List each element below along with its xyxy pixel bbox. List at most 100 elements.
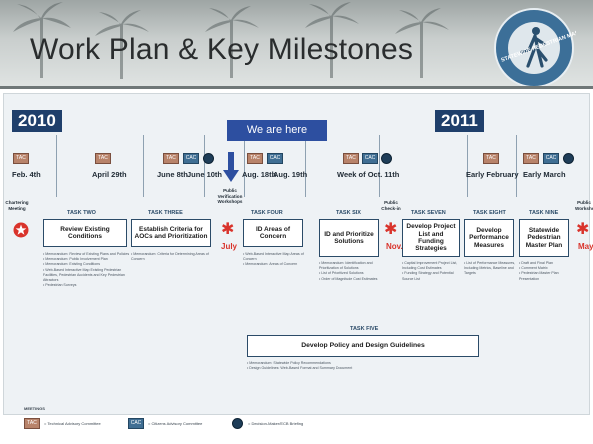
tac-meeting-marker: TAC — [247, 153, 263, 164]
legend-heading: MEETINGS — [24, 406, 45, 411]
deliverable-item: • Draft and Final Plan — [519, 261, 554, 265]
we-are-here-callout: We are here — [227, 120, 327, 141]
star-milestone-icon: ✱ — [221, 221, 235, 238]
task-label: TASK FOUR — [251, 210, 283, 216]
legend: MEETINGS TAC = Technical Advisory Commit… — [0, 406, 593, 444]
milestone-date: June 10th — [187, 170, 223, 179]
task-deliverables: • Capital Improvement Project List, Incl… — [402, 261, 464, 282]
chartering-meeting-note: Chartering Meeting — [5, 200, 29, 211]
task-label: TASK NINE — [529, 210, 559, 216]
milestone-date: April 29th — [92, 170, 127, 179]
cac-meeting-marker: CAC — [543, 153, 559, 164]
briefing-legend-dot — [232, 418, 243, 429]
star-milestone-icon: ✱ — [384, 221, 398, 238]
task-label: TASK EIGHT — [473, 210, 506, 216]
task-deliverables: • Memorandum: Criteria for Determining A… — [131, 252, 213, 262]
decision-maker-briefing-dot — [203, 153, 214, 164]
deliverable-item: • List of Performance Measures, Includin… — [464, 261, 516, 276]
timeline-divider — [467, 135, 468, 197]
decision-maker-briefing-dot — [563, 153, 574, 164]
year-label-2011: 2011 — [435, 110, 484, 132]
deliverable-item: • Memorandum: Identification and Priorit… — [319, 261, 373, 271]
tac-meeting-marker: TAC — [95, 153, 111, 164]
deliverable-item: • Order of Magnitude Cost Estimates — [319, 276, 378, 281]
month-label: Nov. — [386, 242, 403, 251]
task-deliverables: • Memorandum: Statewide Policy Recommend… — [247, 361, 479, 371]
task-label: TASK FIVE — [350, 326, 379, 332]
milestone-date: Early February — [466, 170, 519, 179]
tac-meeting-marker: TAC — [483, 153, 499, 164]
timeline-divider — [244, 135, 245, 197]
decision-maker-briefing-dot — [381, 153, 392, 164]
task-box: Develop Project List and Funding Strateg… — [402, 219, 460, 257]
deliverable-item: • Memorandum: Review of Existing Plans a… — [43, 252, 130, 256]
task-deliverables: • Memorandum: Identification and Priorit… — [319, 261, 381, 282]
deliverable-item: • Web-Based Interactive Map Existing Ped… — [43, 267, 125, 283]
deliverable-item: • Design Guidelines: Web-Based Format an… — [247, 366, 353, 371]
public-workshops-note: Public Workshops — [575, 200, 593, 211]
task-box: Statewide Pedestrian Master Plan — [519, 219, 569, 257]
deliverable-item: • Funding Strategy and Potential Source … — [402, 271, 454, 281]
cac-meeting-marker: CAC — [183, 153, 199, 164]
deliverable-item: • Memorandum: Existing Conditions — [43, 262, 100, 267]
deliverable-item: • Web-Based Interactive Map Areas of Con… — [243, 252, 304, 262]
public-verification-note: Public Verification Workshops — [217, 188, 243, 204]
deliverable-item: • List of Prioritized Solutions — [319, 271, 364, 276]
task-box: Establish Criteria for AOCs and Prioriti… — [131, 219, 211, 247]
milestone-date: Feb. 4th — [12, 170, 41, 179]
timeline-divider — [204, 135, 205, 197]
tac-legend-marker: TAC — [24, 418, 40, 429]
task-deliverables: • List of Performance Measures, Includin… — [464, 261, 518, 277]
month-label: July — [221, 242, 238, 251]
task-box: Develop Performance Measures — [464, 219, 514, 257]
timeline-divider — [305, 135, 306, 197]
header-divider — [0, 86, 593, 89]
down-arrow-icon — [223, 152, 239, 182]
star-milestone-icon — [13, 222, 29, 238]
milestone-date: Week of Oct. 11th — [337, 170, 400, 179]
task-box: ID Areas of Concern — [243, 219, 303, 247]
milestone-date: Early March — [523, 170, 566, 179]
task-label: TASK SIX — [336, 210, 361, 216]
legend-dot-text: = Decision-Maker/ECB Briefing — [248, 421, 304, 426]
palm-trees-silhouette — [13, 2, 449, 79]
month-label: May — [578, 242, 593, 251]
timeline-divider — [143, 135, 144, 197]
cac-meeting-marker: CAC — [267, 153, 283, 164]
milestone-date: June 8th — [157, 170, 188, 179]
timeline-divider — [379, 135, 380, 197]
deliverable-item: • Pedestrian Surveys — [43, 283, 77, 288]
task-deliverables: • Draft and Final Plan • Comment Matrix … — [519, 261, 573, 282]
deliverable-item: • Memorandum: Areas of Concern — [243, 262, 298, 267]
page-title: Work Plan & Key Milestones — [30, 33, 414, 66]
task-box: ID and Prioritize Solutions — [319, 219, 379, 257]
timeline-divider — [516, 135, 517, 197]
cac-meeting-marker: CAC — [362, 153, 378, 164]
task-label: TASK SEVEN — [411, 210, 446, 216]
task-box: Develop Policy and Design Guidelines — [247, 335, 479, 357]
deliverable-item: • Memorandum: Criteria for Determining A… — [131, 252, 209, 262]
tac-meeting-marker: TAC — [163, 153, 179, 164]
timeline-divider — [56, 135, 57, 197]
cac-legend-marker: CAC — [128, 418, 144, 429]
deliverable-item: • Memorandum: Statewide Policy Recommend… — [247, 361, 331, 365]
deliverable-item: • Memorandum: Public Involvement Plan — [43, 257, 108, 262]
header-banner: Work Plan & Key Milestones STATEWIDE PED… — [0, 0, 593, 86]
star-milestone-icon: ✱ — [576, 221, 590, 238]
public-checkin-note: Public Check-in — [381, 200, 401, 211]
task-label: TASK THREE — [148, 210, 183, 216]
deliverable-item: • Pedestrian Master Plan Presentation — [519, 271, 559, 281]
pedestrian-plan-logo: STATEWIDE PEDESTRIAN MASTER PLAN — [494, 8, 576, 86]
task-deliverables: • Memorandum: Review of Existing Plans a… — [43, 252, 131, 288]
deliverable-item: • Comment Matrix — [519, 266, 548, 271]
task-label: TASK TWO — [67, 210, 96, 216]
tac-meeting-marker: TAC — [523, 153, 539, 164]
year-label-2010: 2010 — [12, 110, 62, 132]
legend-cac-text: = Citizens Advisory Committee — [148, 421, 203, 426]
milestone-date: Aug. 18th — [242, 170, 277, 179]
deliverable-item: • Capital Improvement Project List, Incl… — [402, 261, 458, 271]
task-box: Review Existing Conditions — [43, 219, 127, 247]
milestone-date: Aug. 19th — [273, 170, 308, 179]
legend-tac-text: = Technical Advisory Committee — [44, 421, 101, 426]
